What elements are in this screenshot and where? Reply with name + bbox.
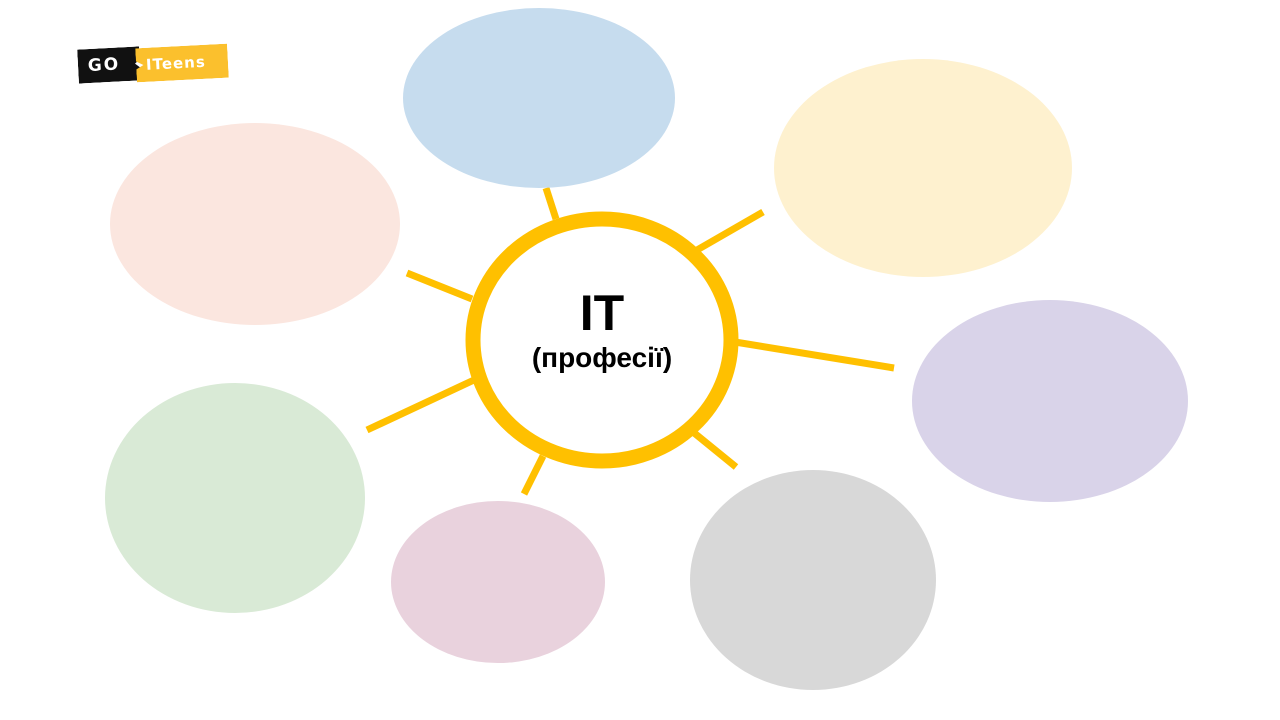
center-ring [465,211,739,469]
bubble-blue [403,8,675,188]
bubble-purple [912,300,1188,502]
logo-go-block: GO [77,46,141,83]
connector-left-top [405,269,474,303]
center-subtitle: (професії) [531,342,673,373]
bubble-yellow [774,59,1072,277]
connector-bottom-left [520,454,547,496]
connector-top-right [695,208,765,254]
center-label: IT (професії) [482,285,722,375]
connector-bottom-right [690,429,739,470]
bubble-green [105,383,365,613]
connector-right [734,338,895,372]
center-title: IT [579,285,625,341]
bubble-pink [391,501,605,663]
connector-left-bottom [365,376,476,434]
bubble-peach [110,123,400,325]
logo-go-text: GO [87,54,121,77]
logo-iteens-text: ITeens [145,52,207,74]
bubble-gray [690,470,936,690]
go-iteens-logo: GO ITeens [78,44,230,84]
logo-iteens-block: ITeens [135,44,229,83]
connector-top [542,186,560,221]
